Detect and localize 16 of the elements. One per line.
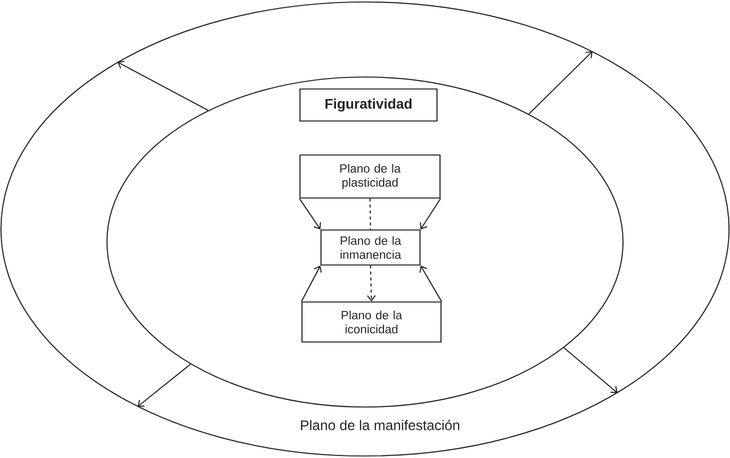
arrow bbox=[420, 266, 442, 302]
arrow bbox=[420, 198, 442, 230]
arrow bbox=[300, 266, 322, 302]
plane-box: Plano de la plasticidad bbox=[299, 154, 441, 199]
dashed-line bbox=[369, 198, 372, 230]
ellipse-label: Plano de la manifestación bbox=[301, 420, 460, 430]
plane-box: Plano de la inmanencia bbox=[320, 229, 421, 266]
arrow bbox=[137, 364, 191, 407]
arrow bbox=[117, 60, 208, 111]
arrow bbox=[299, 198, 321, 230]
title-box: Figuratividad bbox=[299, 88, 438, 122]
dashed-arrow bbox=[366, 266, 376, 302]
inner-ellipse bbox=[106, 76, 624, 408]
arrow bbox=[564, 347, 618, 394]
arrow bbox=[528, 51, 593, 114]
plane-box: Plano de la iconicidad bbox=[301, 301, 442, 343]
